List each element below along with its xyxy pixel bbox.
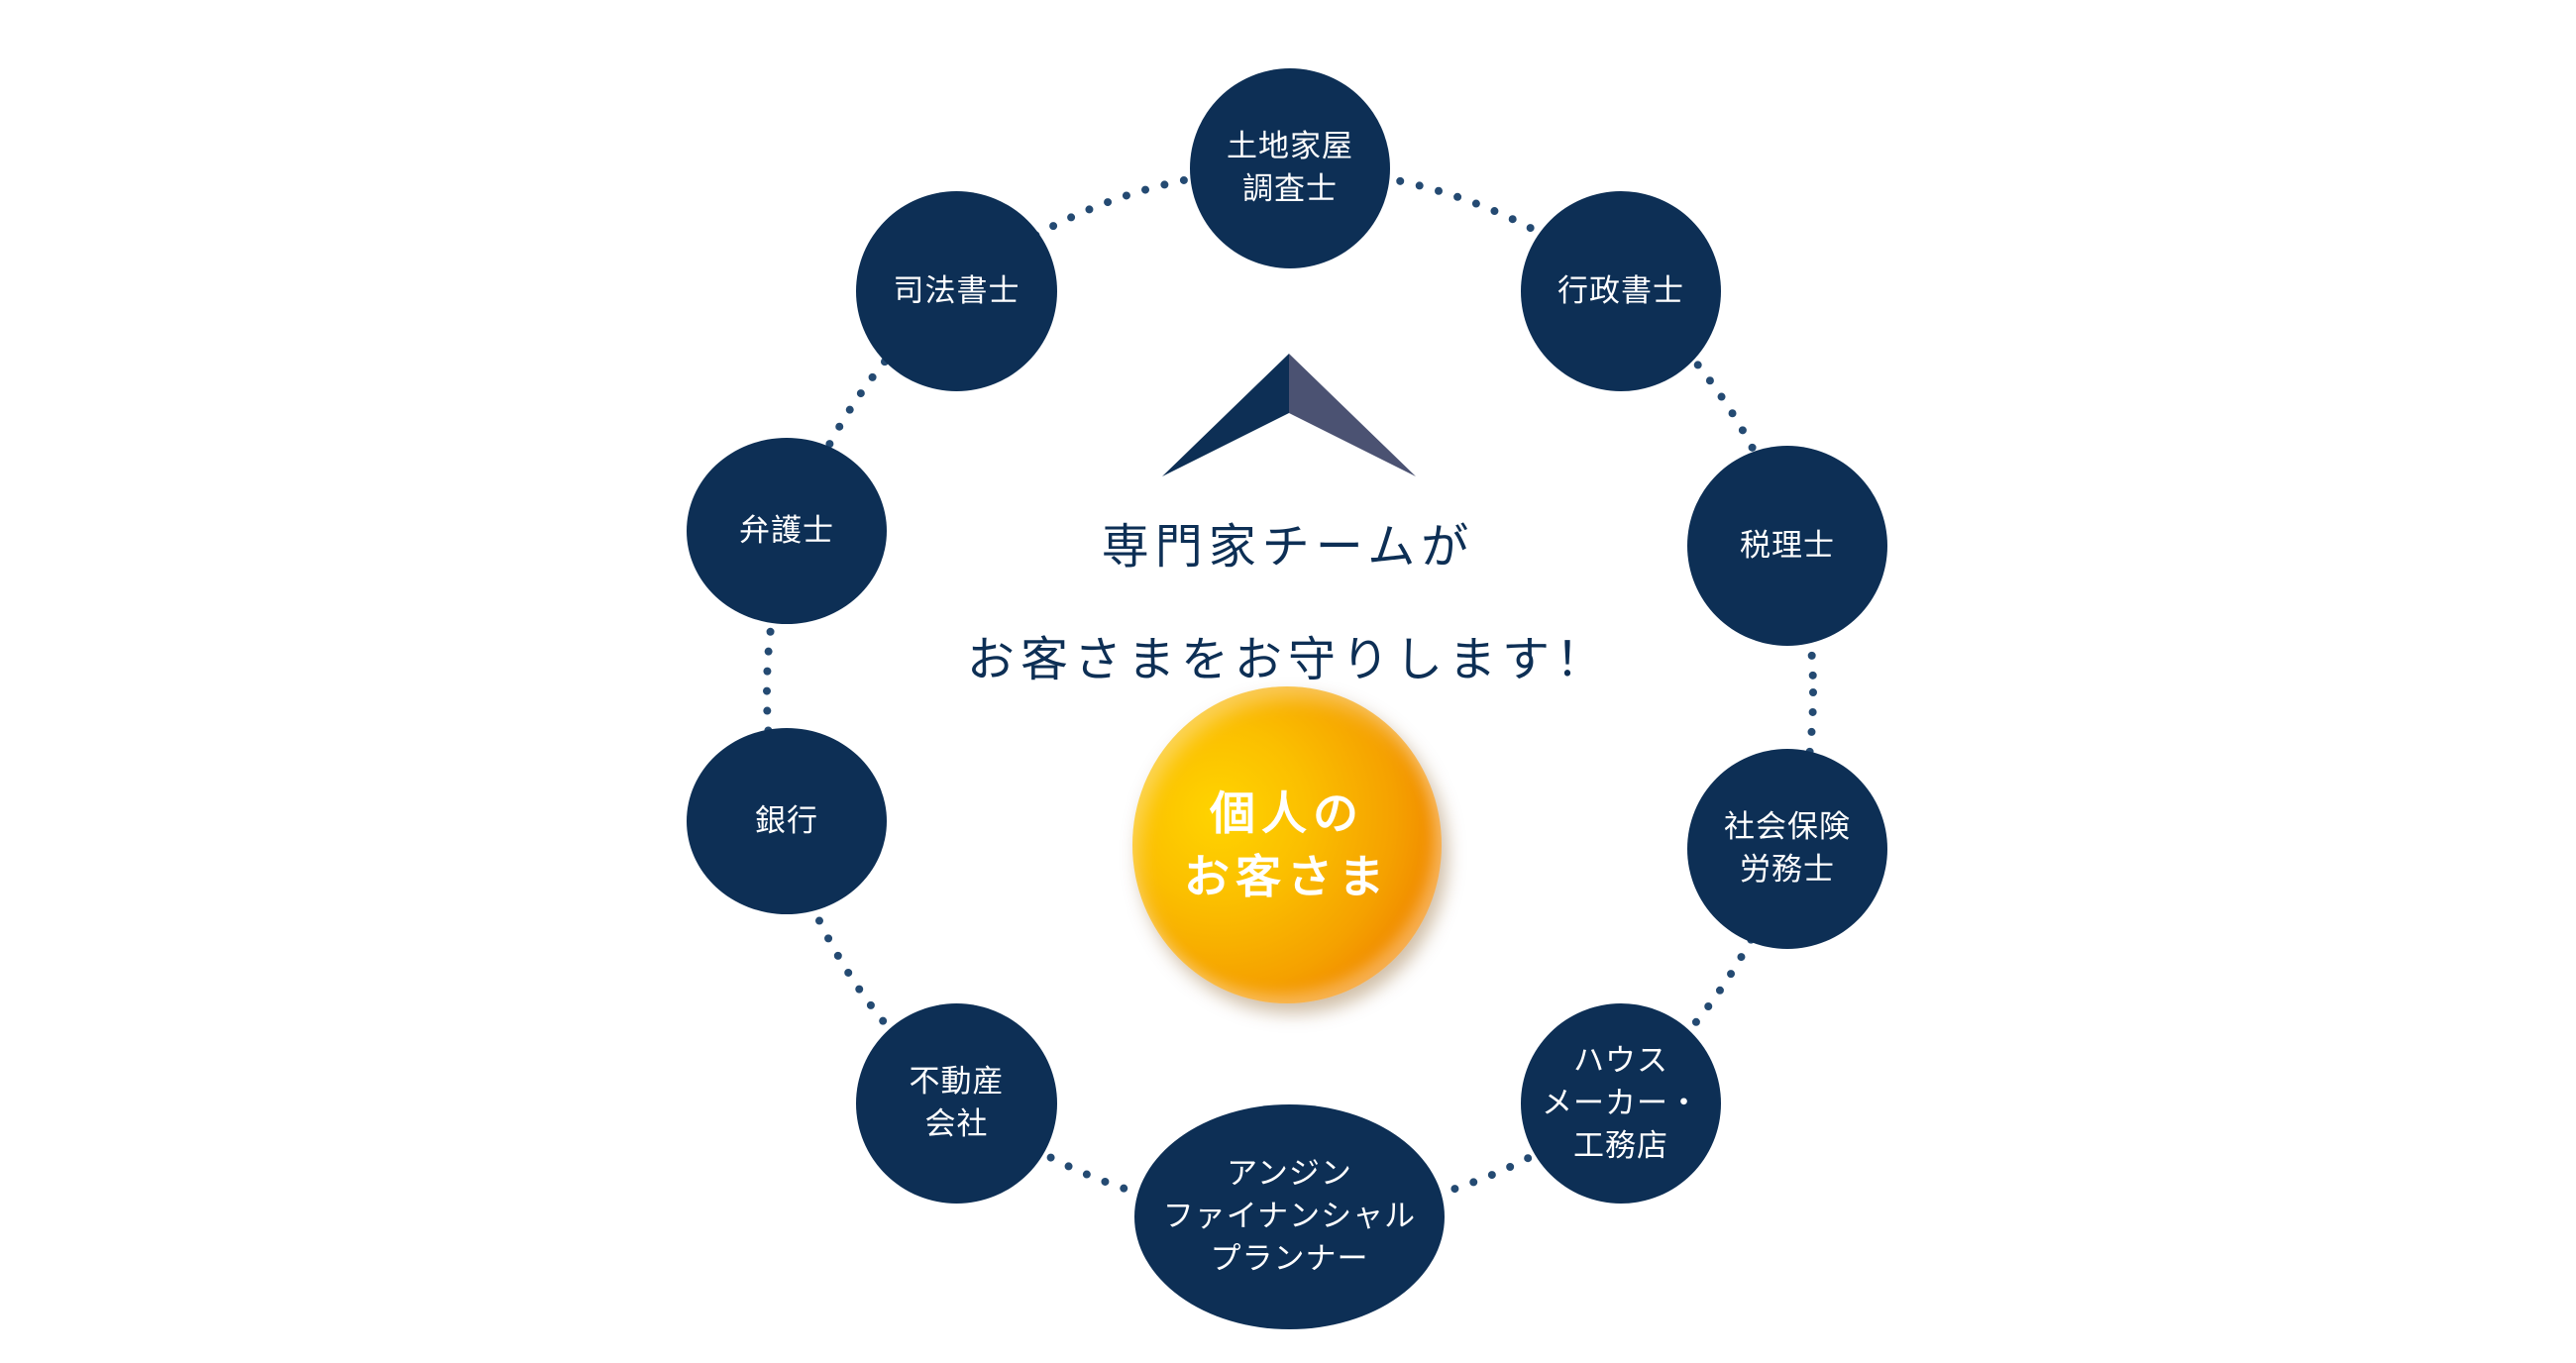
node-lawyer: 弁護士 [687, 438, 887, 624]
node-labor-social-security-attorney: 社会保険 労務士 [1687, 749, 1887, 949]
node-real-estate-company: 不動産 会社 [856, 1003, 1057, 1204]
center-individual-customer: 個人の お客さま [1132, 686, 1442, 1003]
node-tax-accountant: 税理士 [1687, 446, 1887, 646]
node-label: アンジン ファイナンシャル プランナー [1162, 1156, 1417, 1277]
node-label: 弁護士 [739, 512, 834, 549]
node-label: 社会保険 労務士 [1724, 809, 1851, 888]
node-label: 銀行 [755, 802, 818, 839]
node-label: ハウス メーカー・ 工務店 [1542, 1042, 1700, 1164]
node-house-maker-builder: ハウス メーカー・ 工務店 [1521, 1003, 1721, 1204]
node-label: 司法書士 [893, 272, 1020, 309]
node-bank: 銀行 [687, 728, 887, 914]
center-label: 個人の お客さま [1184, 786, 1390, 903]
node-label: 税理士 [1740, 527, 1835, 564]
node-label: 土地家屋 調査士 [1227, 129, 1353, 207]
headline-line-1: 専門家チームが [1101, 519, 1475, 575]
node-judicial-scrivener: 司法書士 [856, 191, 1057, 391]
node-label: 行政書士 [1557, 272, 1684, 309]
headline-line-2: お客さまをお守りします！ [966, 632, 1609, 687]
node-administrative-scrivener: 行政書士 [1521, 191, 1721, 391]
node-land-house-surveyor: 土地家屋 調査士 [1190, 68, 1390, 268]
node-anshin-financial-planner: アンジン ファイナンシャル プランナー [1134, 1104, 1445, 1329]
node-label: 不動産 会社 [909, 1064, 1005, 1142]
